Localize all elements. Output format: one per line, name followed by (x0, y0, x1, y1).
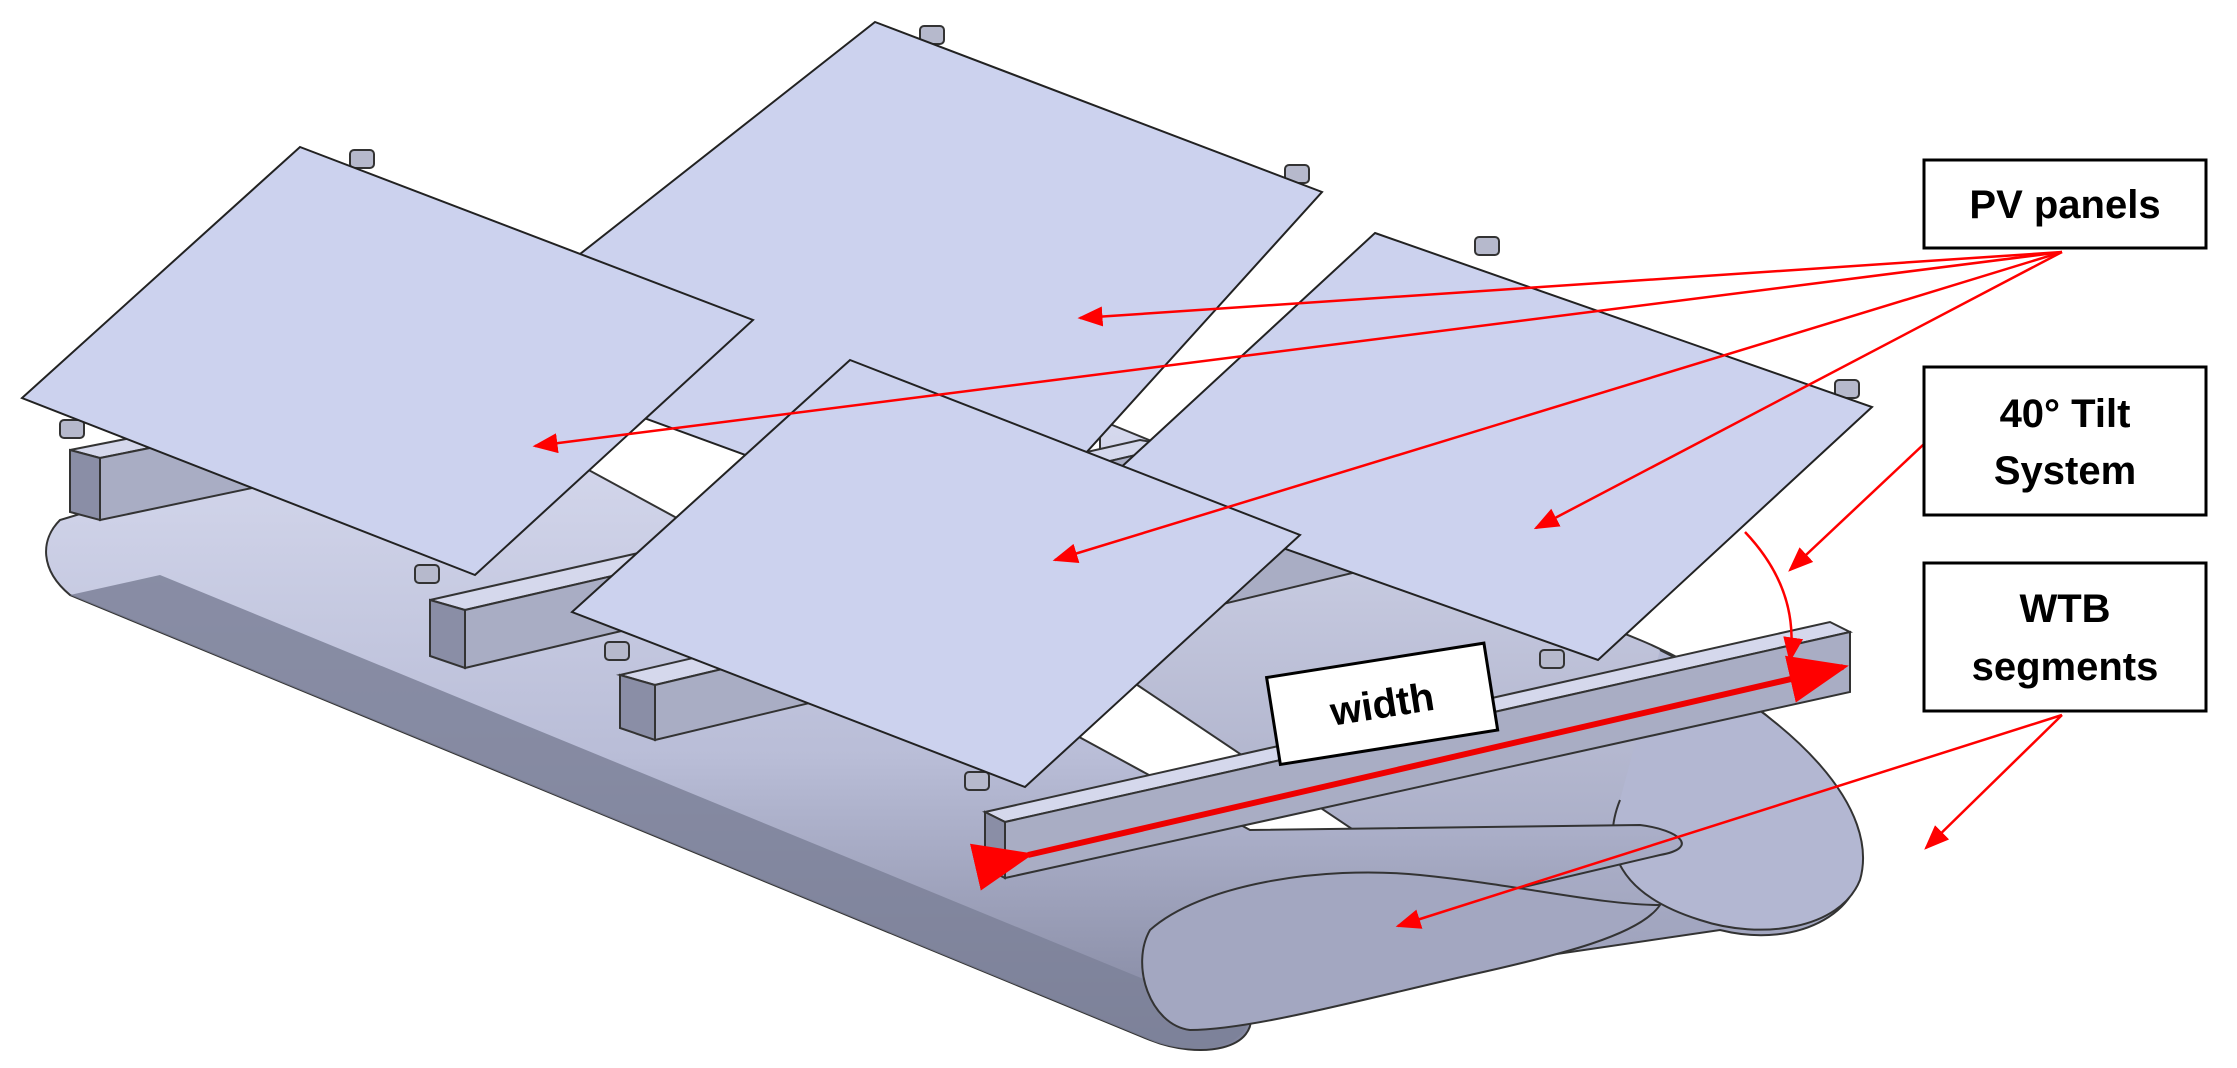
leader-pv-front (1052, 250, 2063, 563)
label-tilt-line1: 40° Tilt (2000, 392, 2131, 436)
leader-tilt-system (1788, 443, 1925, 572)
label-pv-panels-text: PV panels (1969, 183, 2160, 227)
label-tilt-system: 40° Tilt System (1922, 365, 2208, 517)
label-wtb-segments: WTB segments (1922, 561, 2208, 713)
width-dimension (969, 655, 1849, 891)
leader-pv-right (1533, 250, 2063, 530)
label-wtb-line2: segments (1972, 645, 2159, 689)
label-width: width (1264, 641, 1500, 767)
tilt-angle-arc (1744, 531, 1804, 663)
label-pv-panels: PV panels (1922, 158, 2208, 250)
leader-wtb-rear (1924, 714, 2063, 850)
leader-pv-back-center (1077, 250, 2063, 327)
label-tilt-line2: System (1994, 449, 2136, 493)
pv-panel-left (20, 145, 755, 577)
width-arrow (969, 655, 1849, 891)
label-wtb-line1: WTB (2019, 587, 2110, 631)
leader-pv-left (532, 250, 2063, 454)
